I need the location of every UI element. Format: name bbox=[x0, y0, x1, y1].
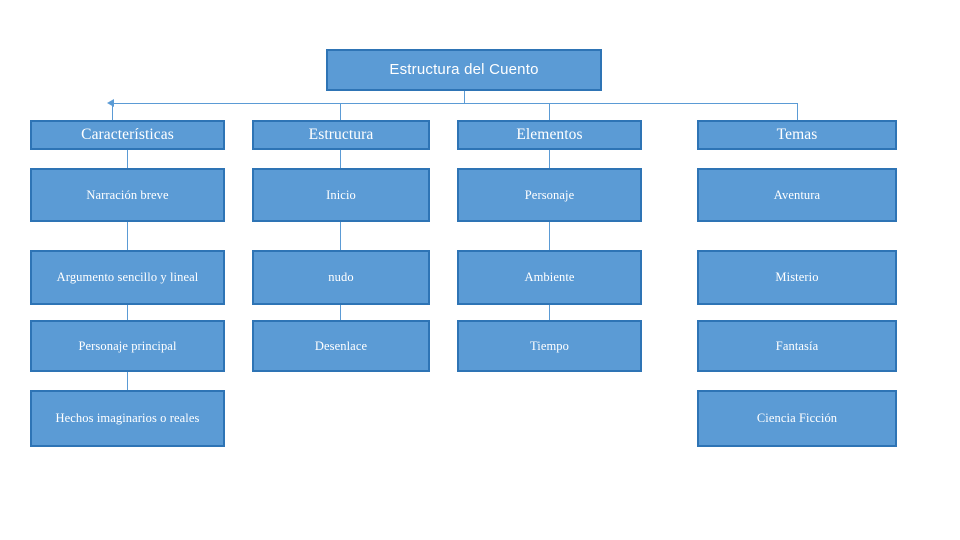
node-col3-item-3[interactable]: Tiempo bbox=[457, 320, 642, 372]
column-header-label: Temas bbox=[776, 125, 818, 143]
column-header-temas[interactable]: Temas bbox=[697, 120, 897, 150]
node-label: Aventura bbox=[773, 187, 821, 202]
connector-bus-to-col1 bbox=[112, 103, 113, 120]
node-col3-item-1[interactable]: Personaje bbox=[457, 168, 642, 222]
node-label: Desenlace bbox=[314, 338, 368, 353]
connector-col3-item2-to-item3 bbox=[549, 305, 550, 320]
connector-col1-item1-to-item2 bbox=[127, 222, 128, 250]
node-col4-item-3[interactable]: Fantasía bbox=[697, 320, 897, 372]
node-label: nudo bbox=[328, 270, 354, 285]
node-label: Argumento sencillo y lineal bbox=[56, 270, 199, 285]
node-label: Narración breve bbox=[86, 187, 169, 202]
node-col1-item-4[interactable]: Hechos imaginarios o reales bbox=[30, 390, 225, 447]
node-label: Ambiente bbox=[524, 270, 575, 285]
column-header-label: Estructura bbox=[308, 125, 374, 143]
connector-bus-to-col3 bbox=[549, 103, 550, 120]
connector-col3-item1-to-item2 bbox=[549, 222, 550, 250]
node-col4-item-2[interactable]: Misterio bbox=[697, 250, 897, 305]
node-col4-item-1[interactable]: Aventura bbox=[697, 168, 897, 222]
connector-col1-item2-to-item3 bbox=[127, 305, 128, 320]
node-label: Ciencia Ficción bbox=[756, 411, 838, 426]
connector-bus-to-col2 bbox=[340, 103, 341, 120]
node-col3-item-2[interactable]: Ambiente bbox=[457, 250, 642, 305]
node-label: Tiempo bbox=[529, 338, 570, 353]
node-col2-item-2[interactable]: nudo bbox=[252, 250, 430, 305]
root-node-estructura-del-cuento[interactable]: Estructura del Cuento bbox=[326, 49, 602, 91]
node-label: Personaje principal bbox=[78, 338, 177, 353]
node-label: Misterio bbox=[775, 270, 819, 285]
connector-col2-item1-to-item2 bbox=[340, 222, 341, 250]
arrowhead-left-icon bbox=[107, 99, 114, 107]
connector-bus-to-col4 bbox=[797, 103, 798, 120]
node-label: Fantasía bbox=[775, 338, 819, 353]
connector-col1-header-to-item1 bbox=[127, 150, 128, 168]
node-col4-item-4[interactable]: Ciencia Ficción bbox=[697, 390, 897, 447]
node-col1-item-3[interactable]: Personaje principal bbox=[30, 320, 225, 372]
column-header-caracteristicas[interactable]: Características bbox=[30, 120, 225, 150]
node-col1-item-1[interactable]: Narración breve bbox=[30, 168, 225, 222]
root-node-label: Estructura del Cuento bbox=[389, 61, 539, 79]
connector-col2-header-to-item1 bbox=[340, 150, 341, 168]
node-col2-item-3[interactable]: Desenlace bbox=[252, 320, 430, 372]
connector-col1-item3-to-item4 bbox=[127, 372, 128, 390]
column-header-estructura[interactable]: Estructura bbox=[252, 120, 430, 150]
connector-col2-item2-to-item3 bbox=[340, 305, 341, 320]
node-label: Personaje bbox=[524, 187, 575, 202]
node-col2-item-1[interactable]: Inicio bbox=[252, 168, 430, 222]
node-label: Hechos imaginarios o reales bbox=[55, 411, 200, 426]
connector-col3-header-to-item1 bbox=[549, 150, 550, 168]
column-header-label: Características bbox=[81, 125, 174, 143]
column-header-label: Elementos bbox=[516, 125, 583, 143]
connector-bus-horizontal bbox=[112, 103, 798, 104]
node-label: Inicio bbox=[326, 187, 356, 202]
connector-root-to-bus bbox=[464, 91, 465, 103]
column-header-elementos[interactable]: Elementos bbox=[457, 120, 642, 150]
node-col1-item-2[interactable]: Argumento sencillo y lineal bbox=[30, 250, 225, 305]
